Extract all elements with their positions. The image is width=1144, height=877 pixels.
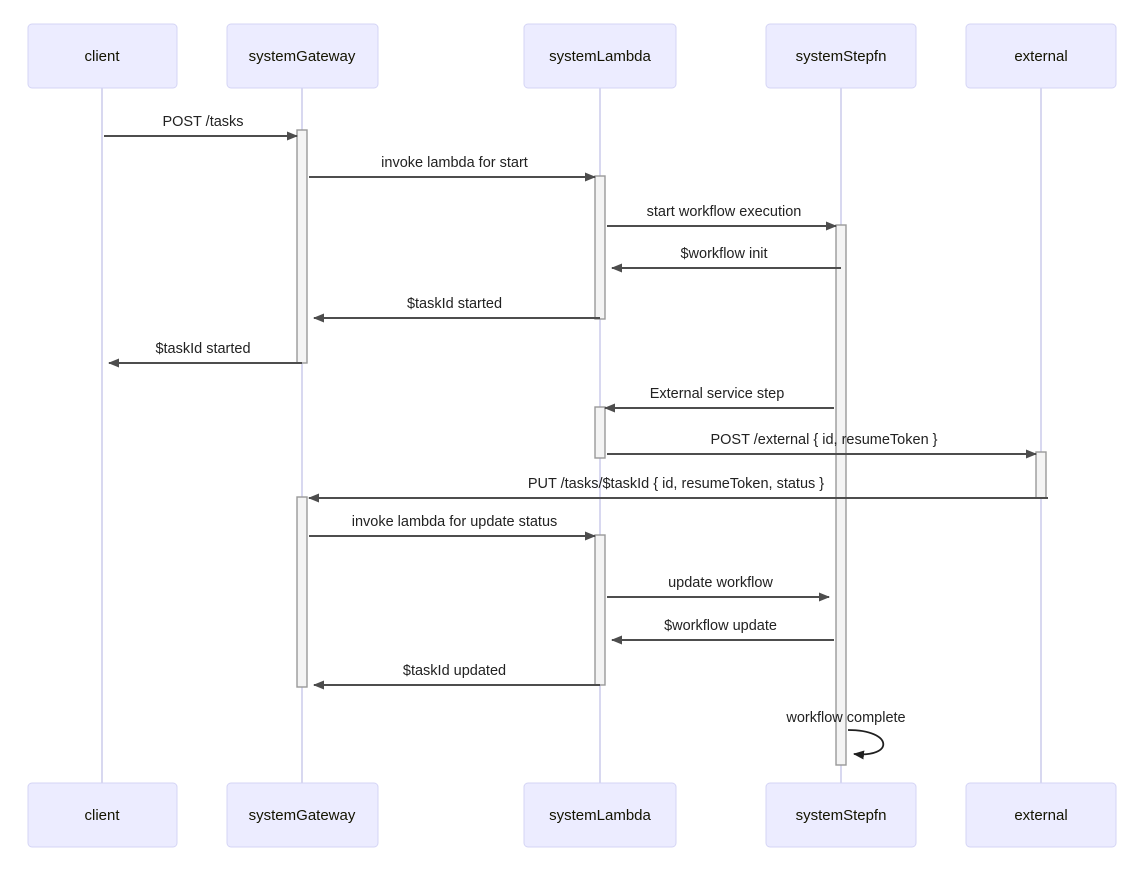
participant-client-bottom[interactable]: client: [27, 782, 178, 848]
participant-box[interactable]: [226, 782, 379, 848]
activation-bar-systemGateway: [296, 129, 308, 364]
participant-box[interactable]: [765, 782, 917, 848]
participant-systemStepfn-bottom[interactable]: systemStepfn: [765, 782, 917, 848]
message-label: PUT /tasks/$taskId { id, resumeToken, st…: [528, 476, 824, 492]
participant-box[interactable]: [523, 782, 677, 848]
activation-bar-systemLambda: [594, 175, 606, 320]
activation-bar-external: [1035, 451, 1047, 499]
participant-box[interactable]: [765, 23, 917, 89]
participant-label: systemGateway: [249, 807, 356, 824]
message-1: POST /tasks: [104, 114, 298, 141]
participant-systemStepfn-top[interactable]: systemStepfn: [765, 23, 917, 89]
activation-bar-systemStepfn: [835, 224, 847, 766]
message-label: $taskId updated: [403, 663, 506, 679]
message-label: start workflow execution: [647, 204, 802, 220]
activation-bar-systemGateway: [296, 496, 308, 688]
message-label: update workflow: [668, 575, 773, 591]
message-label: $taskId started: [407, 296, 502, 312]
message-8: POST /external { id, resumeToken }: [607, 432, 1037, 459]
message-label: POST /external { id, resumeToken }: [710, 432, 937, 448]
participants-top-layer: client systemGateway systemLambda systemSte…: [27, 23, 1117, 89]
message-label: External service step: [650, 386, 785, 402]
participant-box[interactable]: [226, 23, 379, 89]
message-6: $taskId started: [108, 341, 302, 368]
message-7: External service step: [604, 386, 834, 413]
activations-layer: [296, 129, 1047, 766]
participant-box[interactable]: [965, 782, 1117, 848]
participant-systemLambda-top[interactable]: systemLambda: [523, 23, 677, 89]
participant-label: systemStepfn: [796, 48, 887, 65]
message-label: invoke lambda for start: [381, 155, 528, 171]
participant-label: external: [1014, 48, 1067, 65]
message-9: PUT /tasks/$taskId { id, resumeToken, st…: [308, 476, 1048, 503]
participant-client-top[interactable]: client: [27, 23, 178, 89]
participant-label: systemGateway: [249, 48, 356, 65]
participant-box[interactable]: [965, 23, 1117, 89]
participant-external-bottom[interactable]: external: [965, 782, 1117, 848]
activation-bar-systemLambda: [594, 534, 606, 686]
participant-label: systemStepfn: [796, 807, 887, 824]
participant-systemLambda-bottom[interactable]: systemLambda: [523, 782, 677, 848]
message-13: $taskId updated: [313, 663, 600, 690]
participant-systemGateway-top[interactable]: systemGateway: [226, 23, 379, 89]
participant-label: systemLambda: [549, 48, 651, 65]
participant-label: client: [84, 48, 120, 65]
message-11: update workflow: [607, 575, 830, 602]
participant-systemGateway-bottom[interactable]: systemGateway: [226, 782, 379, 848]
message-4: $workflow init: [611, 246, 841, 273]
participant-box[interactable]: [523, 23, 677, 89]
participants-bottom-layer: client systemGateway systemLambda systemSte…: [27, 782, 1117, 848]
self-message-label: workflow complete: [785, 710, 905, 726]
message-2: invoke lambda for start: [309, 155, 596, 182]
message-12: $workflow update: [611, 618, 834, 645]
participant-label: external: [1014, 807, 1067, 824]
messages-layer: POST /tasks invoke lambda for start start …: [104, 114, 1048, 760]
participant-box[interactable]: [27, 782, 178, 848]
message-label: invoke lambda for update status: [352, 514, 558, 530]
message-3: start workflow execution: [607, 204, 837, 231]
participant-label: client: [84, 807, 120, 824]
message-label: $workflow init: [680, 246, 767, 262]
activation-bar-systemLambda: [594, 406, 606, 459]
participant-label: systemLambda: [549, 807, 651, 824]
participant-box[interactable]: [27, 23, 178, 89]
self-message-loop-path: [847, 729, 885, 760]
message-10: invoke lambda for update status: [309, 514, 596, 541]
message-label: $workflow update: [664, 618, 777, 634]
message-label: $taskId started: [155, 341, 250, 357]
message-5: $taskId started: [313, 296, 600, 323]
message-label: POST /tasks: [162, 114, 243, 130]
self-message-14: workflow complete: [785, 710, 906, 760]
participant-external-top[interactable]: external: [965, 23, 1117, 89]
